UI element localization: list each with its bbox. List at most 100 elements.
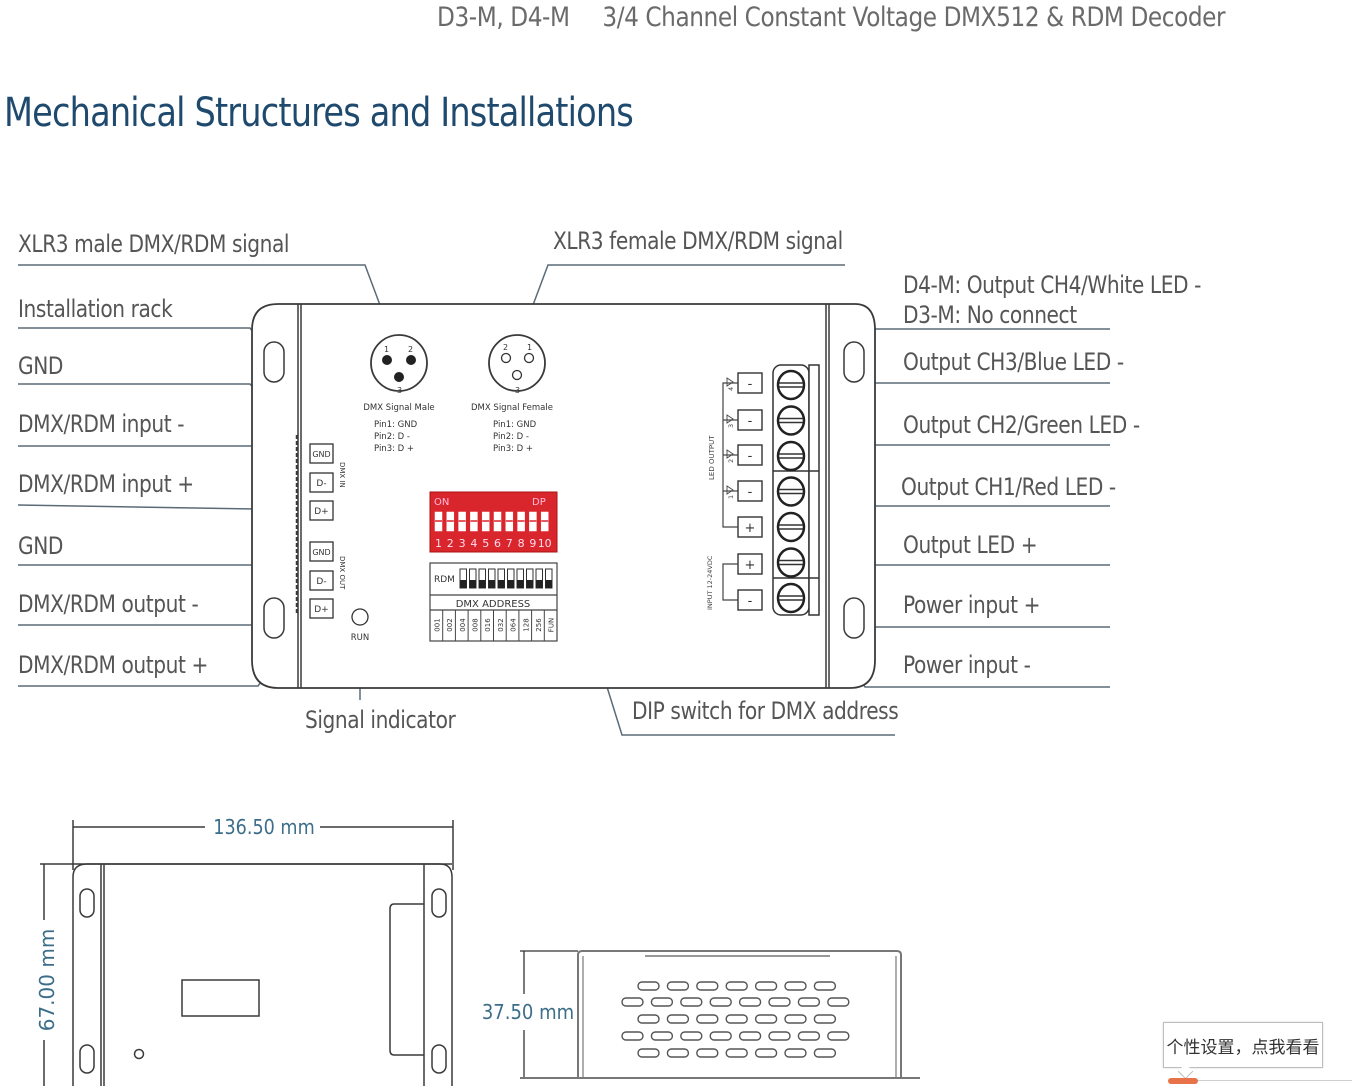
header-product: 3/4 Channel Constant Voltage DMX512 & RD… [602,2,1226,33]
vent-slot [784,981,807,991]
vent-slot [650,1031,674,1041]
callout-dmx-input-plus: DMX/RDM input + [18,470,194,498]
led-symbol-icon [726,449,734,459]
run-label: RUN [351,633,370,643]
rdm-switch-fill [545,580,552,588]
tooltip-marker[interactable] [1168,1078,1198,1084]
vent-slot [709,1031,732,1041]
callout-dip-switch: DIP switch for DMX address [632,697,899,725]
vent-slot [754,981,778,991]
address-value: FUN [548,618,556,632]
xlr-male-pin-desc-3: Pin3: D + [374,444,414,454]
led-output-label: LED OUTPUT [708,435,716,480]
mounting-slot [263,597,285,639]
xlr-female-pin2: 2 [503,343,508,352]
run-led-indicator [351,608,369,626]
vent-slot [784,1014,807,1024]
led-symbol-icon [726,414,734,424]
vent-slot [813,1014,837,1024]
mounting-slot [263,341,285,383]
header-models: D3-M, D4-M [437,2,570,33]
vent-slot [680,997,703,1007]
dmx-out-terminals: GND D- D+ DMX OUT [309,541,346,619]
rdm-switch-fill [460,580,467,588]
vent-slot [696,1014,719,1024]
vent-slot [637,981,660,991]
vent-slot [813,981,837,991]
rdm-switch-fill [479,580,486,588]
vent-slot [754,1048,778,1058]
address-value: 256 [535,618,543,632]
xlr-female-pin3: 3 [515,386,520,395]
dimension-width: 136.50 mm [213,817,314,839]
dmx-out-label: DMX OUT [338,556,346,590]
vent-slot [696,1048,719,1058]
xlr-male-label: DMX Signal Male [363,403,434,413]
callout-xlr3-male: XLR3 male DMX/RDM signal [18,230,290,258]
xlr-male-pin-desc-1: Pin1: GND [374,420,418,430]
vent-slot [725,981,748,991]
dip-number: 6 [494,537,501,550]
address-value: 002 [446,618,454,631]
dip-number: 1 [435,537,442,550]
terminal-sign: + [745,521,756,536]
vent-slot [621,1031,644,1041]
xlr-male-pin3: 3 [397,386,402,395]
dip-dp-label: DP [532,497,546,508]
mounting-slot [843,597,865,639]
terminal-sign: + [745,558,756,573]
callout-gnd-out: GND [18,532,63,560]
vent-slot [738,1031,762,1041]
callout-ch4-line2: D3-M: No connect [903,301,1077,329]
address-value: 016 [484,618,492,632]
dimension-depth: 37.50 mm [482,1001,574,1024]
dimension-height: 67.00 mm [35,929,59,1032]
dip-on-label: ON [434,497,449,508]
xlr-female-pin1: 1 [527,343,532,352]
callout-signal-indicator: Signal indicator [305,706,456,734]
dmx-out-dminus: D- [316,577,326,587]
vent-slot [725,1014,748,1024]
side-view-drawing [520,950,920,1079]
callout-ch4-line1: D4-M: Output CH4/White LED - [903,271,1201,299]
vent-slot [637,1014,660,1024]
vent-slot [666,981,690,991]
rdm-label: RDM [434,575,455,585]
address-value: 008 [471,618,479,631]
callout-gnd-in: GND [18,352,63,380]
section-title: Mechanical Structures and Installations [4,90,634,136]
leader-installation-rack [18,327,271,356]
callout-installation-rack: Installation rack [18,295,173,323]
terminal-sign: - [748,485,753,500]
vent-slot [680,1031,703,1041]
dmx-in-label: DMX IN [338,462,346,488]
vent-slot [813,1048,837,1058]
address-value: 004 [459,618,467,632]
vent-slot [696,981,719,991]
led-symbol-icon [726,377,734,387]
dip-number: 2 [447,537,454,550]
tooltip-text: 个性设置，点我看看 [1166,1037,1320,1058]
vent-slot [768,997,791,1007]
tooltip-underline [1195,1080,1352,1081]
document-header: D3-M, D4-M 3/4 Channel Constant Voltage … [437,2,1226,33]
dmx-in-dminus: D- [316,479,326,489]
address-value: 001 [433,618,441,631]
callout-xlr3-female: XLR3 female DMX/RDM signal [553,227,843,255]
vent-slot [709,997,732,1007]
vent-slot [650,997,674,1007]
callout-ch3-output: Output CH3/Blue LED - [903,348,1124,376]
terminal-screw [776,476,806,507]
vent-slot [738,997,762,1007]
personalize-tooltip[interactable]: 个性设置，点我看看 [1163,1022,1323,1068]
channel-number: 1 [727,495,735,499]
callout-dmx-output-minus: DMX/RDM output - [18,590,199,618]
xlr-male-connector: 1 2 3 DMX Signal Male Pin1: GND Pin2: D … [363,334,435,454]
input-label: INPUT 12-24VDC [706,555,714,610]
terminal-screw [776,547,806,578]
vent-slot [666,1048,690,1058]
xlr-male-pin2: 2 [408,345,413,354]
callout-dmx-output-plus: DMX/RDM output + [18,651,208,679]
